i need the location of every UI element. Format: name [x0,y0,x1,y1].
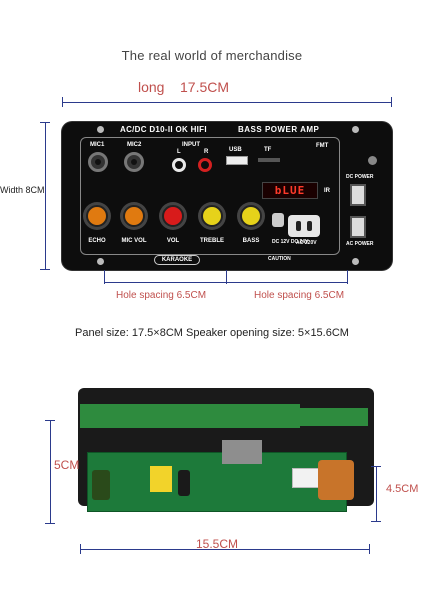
usb-label: USB [229,147,242,153]
mic-vol-knob-label: MIC VOL [121,238,147,244]
length-value: 17.5CM [180,79,230,95]
usb-port[interactable] [226,156,248,165]
tf-label: TF [264,147,272,153]
panel-screw [97,258,104,265]
bass-knob-label: BASS [242,238,260,244]
potentiometer-board [318,460,354,500]
panel-inner-frame [80,137,340,255]
mic1-jack[interactable] [88,152,108,172]
fm-label: FMT [316,143,329,149]
capacitor [178,470,190,496]
width-tick-top [40,122,50,123]
board-depth-line [376,466,377,522]
mic2-jack[interactable] [124,152,144,172]
echo-knob[interactable] [86,205,108,227]
input-label: INPUT [182,142,200,148]
rca-right-jack[interactable] [198,158,212,172]
ac-power-label: AC POWER [346,241,374,247]
treble-knob[interactable] [201,205,223,227]
ac-voltage-label: AC-220V [296,240,317,246]
hole-spacing-left-label: Hole spacing 6.5CM [116,290,207,301]
board-width-line [80,549,370,550]
led-display: bLUE [262,182,318,199]
dc-power-label: DC POWER [346,174,374,180]
mic1-label: MIC1 [90,142,105,148]
panel-screw [97,126,104,133]
board-width-tick [369,544,370,554]
board-height-line [50,420,51,524]
heat-sink [222,440,262,464]
panel-title-bass-power-amp: BASS POWER AMP [238,125,320,134]
dc-power-jack[interactable] [272,213,284,227]
karaoke-badge: KARAOKE [154,255,200,265]
ac-power-switch[interactable] [350,216,366,238]
ir-label: IR [324,188,330,194]
board-right-pcb [296,408,368,426]
connector-block [292,468,320,488]
amplifier-panel [62,122,392,270]
board-width-label: 15.5CM [196,537,239,551]
top-caption: The real world of merchandise [121,48,303,63]
width-tick-bottom [40,269,50,270]
board-depth-tick [371,521,381,522]
rca-left-jack[interactable] [172,158,186,172]
board-depth-label: 4.5CM [386,483,419,495]
panel-screw [352,126,359,133]
fm-antenna-jack[interactable] [368,156,377,165]
vol-knob[interactable] [162,205,184,227]
input-l-label: L [177,149,181,155]
dc-voltage-label: DC 12V DC 24V [272,239,309,245]
width-label: Width 8CM [0,185,45,195]
treble-knob-label: TREBLE [200,238,224,244]
echo-knob-label: ECHO [88,238,106,244]
hole-tick [226,270,227,284]
board-width-tick [80,544,81,554]
vol-knob-label: VOL [166,238,180,244]
hole-spacing-right-label: Hole spacing 6.5CM [254,290,345,301]
input-r-label: R [204,149,209,155]
length-label: long [138,79,165,95]
capacitor [92,470,110,500]
panel-screw [352,258,359,265]
tf-slot[interactable] [258,158,280,162]
width-dimension-line [45,122,46,270]
board-height-tick [45,523,55,524]
panel-size-caption: Panel size: 17.5×8CM Speaker opening siz… [75,327,349,339]
length-tick-right [391,97,392,107]
mic-vol-knob[interactable] [123,205,145,227]
mic2-label: MIC2 [127,142,142,148]
ac-socket[interactable] [288,215,320,237]
board-height-tick [45,420,55,421]
length-tick-left [62,97,63,107]
caution-label: CAUTION [268,256,291,262]
bass-knob[interactable] [240,205,262,227]
panel-title: AC/DC D10-II OK HIFI [120,125,207,134]
board-height-label: 5CM [54,458,80,472]
board-top-pcb [80,404,300,428]
board-depth-tick [371,466,381,467]
transformer [150,466,172,492]
hole-tick [347,270,348,284]
hole-tick [104,270,105,284]
length-dimension-line [62,102,392,103]
dc-power-switch[interactable] [350,184,366,206]
